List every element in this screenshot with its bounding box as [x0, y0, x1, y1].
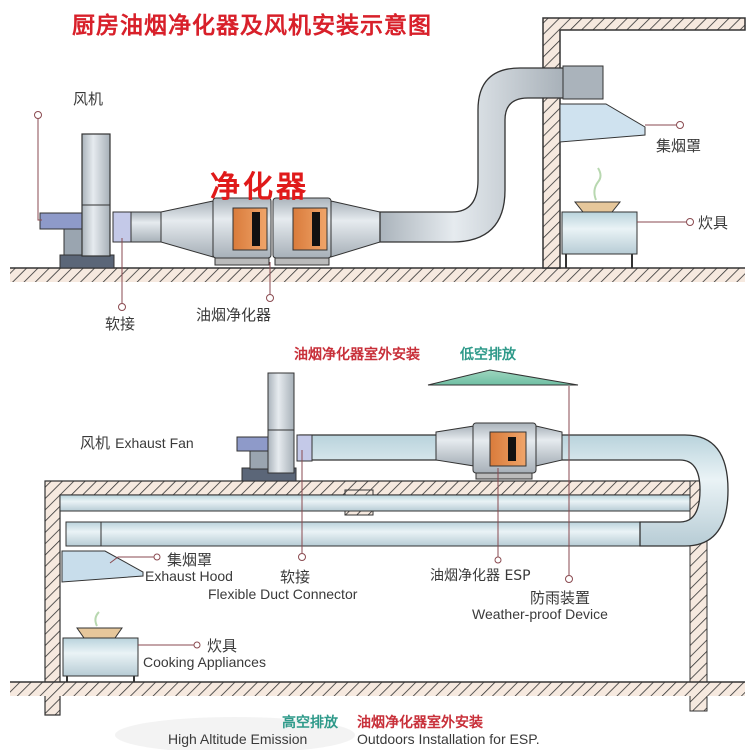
label-weatherproof-en: Weather-proof Device	[472, 606, 608, 622]
hood-top	[559, 103, 646, 143]
label-hood-en-bottom: Exhaust Hood	[145, 568, 233, 584]
leader-lines-bottom	[109, 386, 573, 649]
purifier-highlight-label: 净化器	[210, 170, 309, 205]
weather-proof-cap	[427, 369, 579, 386]
label-fan-top: 风机	[73, 90, 104, 108]
heading-low-emission: 低空排放	[460, 347, 516, 363]
label-flex-cn-bottom: 软接	[280, 568, 311, 586]
label-flex-en-bottom: Flexible Duct Connector	[208, 586, 358, 602]
label-cooker-en-bottom: Cooking Appliances	[143, 654, 266, 670]
label-weatherproof-cn: 防雨装置	[530, 589, 591, 607]
caption-outdoor-install-en: Outdoors Installation for ESP.	[357, 731, 540, 747]
floor-top	[10, 268, 745, 282]
caption-high-emission-cn: 高空排放	[282, 715, 338, 731]
label-fan-en: Exhaust Fan	[115, 435, 194, 451]
fan-bottom	[236, 372, 313, 482]
flex-joint-top	[112, 211, 132, 243]
caption-outdoor-install-cn: 油烟净化器室外安装	[357, 715, 483, 731]
hood-bottom	[61, 550, 144, 583]
label-fan-bottom: 风机 Exhaust Fan	[80, 432, 194, 453]
heading-outdoor-install: 油烟净化器室外安装	[294, 347, 420, 363]
wall-top	[542, 17, 746, 269]
cooker-top	[561, 167, 638, 268]
label-fan-cn: 风机	[80, 434, 111, 452]
leader-lines-top	[34, 111, 694, 311]
bottom-diagram	[10, 369, 745, 750]
label-flexible-joint-top: 软接	[105, 315, 136, 333]
label-esp-bottom: 油烟净化器 ESP	[430, 568, 531, 584]
floor-bottom	[10, 682, 745, 696]
fan-top	[39, 133, 115, 269]
label-purifier-top: 油烟净化器	[196, 306, 272, 324]
label-hood-cn-bottom: 集烟罩	[167, 551, 213, 569]
purifier-unit-1	[212, 197, 272, 266]
roof-slab	[44, 480, 706, 716]
label-cooker-top: 炊具	[698, 214, 729, 232]
esp-unit-bottom	[472, 422, 537, 480]
duct-bend-top	[379, 67, 566, 243]
label-hood-top: 集烟罩	[656, 137, 702, 155]
cooker-bottom	[62, 611, 139, 682]
label-cooker-cn-bottom: 炊具	[207, 637, 238, 655]
page-title: 厨房油烟净化器及风机安装示意图	[72, 13, 432, 39]
caption-high-emission-en: High Altitude Emission	[168, 731, 308, 747]
top-diagram	[10, 17, 746, 311]
purifier-unit-2	[272, 197, 332, 266]
